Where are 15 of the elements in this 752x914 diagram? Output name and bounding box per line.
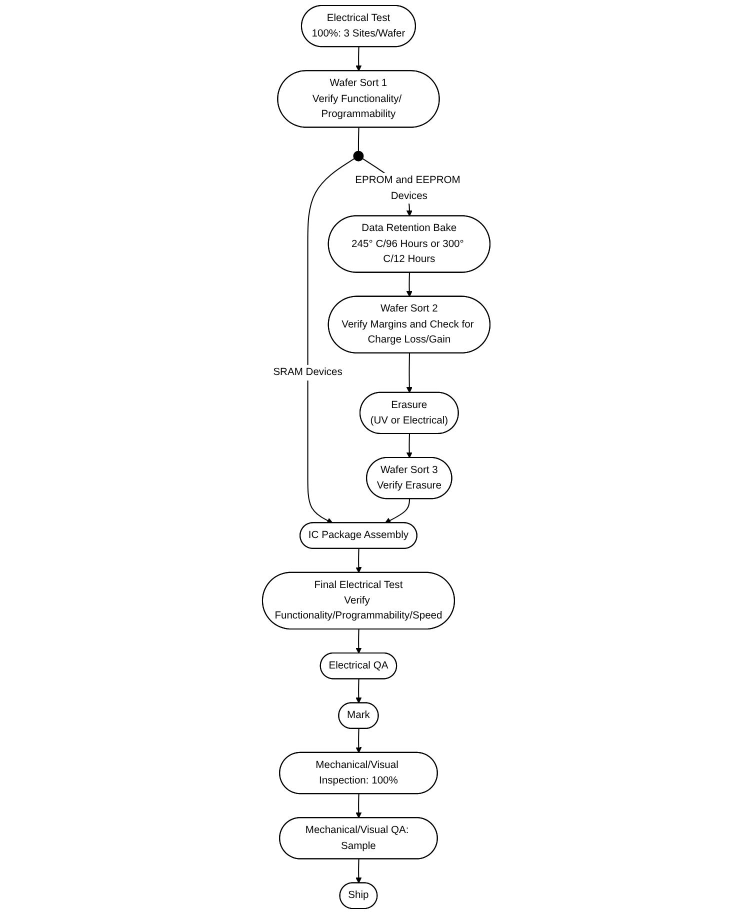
arrow — [355, 548, 362, 574]
arrow — [355, 46, 362, 72]
arrow — [355, 859, 362, 884]
arrow — [355, 679, 362, 704]
edge-label: SRAM Devices — [272, 366, 342, 378]
arrow — [355, 629, 362, 654]
arrow — [355, 728, 362, 754]
arrow — [307, 158, 354, 524]
connector — [358, 128, 360, 152]
arrow — [384, 499, 410, 524]
arrow — [406, 434, 412, 458]
edge-label: EPROM and EEPROM Devices — [354, 174, 460, 202]
arrow — [355, 794, 362, 818]
arrow — [406, 353, 412, 393]
arrow — [406, 272, 412, 297]
